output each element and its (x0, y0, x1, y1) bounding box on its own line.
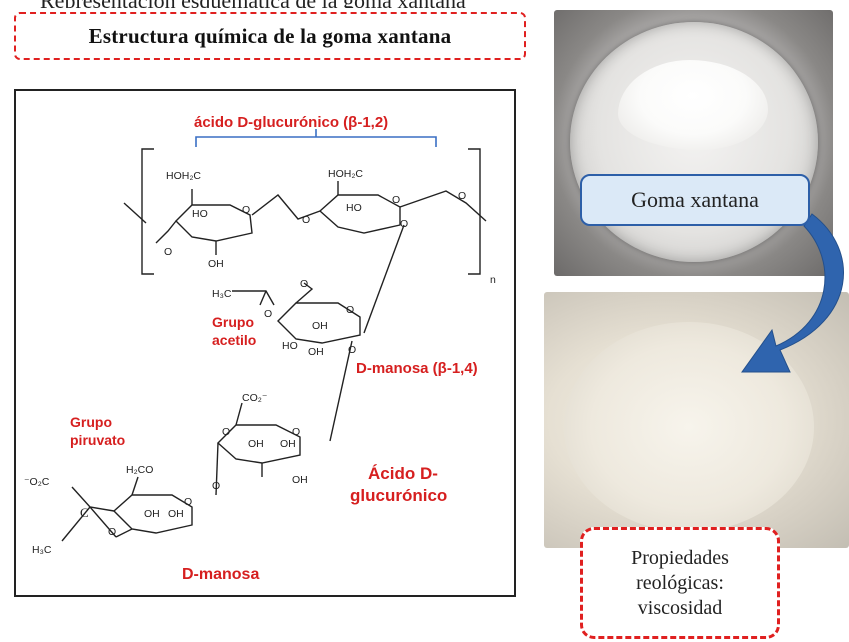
label-d-manosa-b14: D-manosa (β-1,4) (356, 360, 478, 377)
atom-o-link4: O (212, 480, 220, 492)
atom-o-ring1: O (242, 204, 250, 216)
atom-o-ring3: O (346, 304, 354, 316)
label-acido-glucuronico-top: ácido D-glucurónico (β-1,2) (194, 114, 388, 131)
ring-5 (112, 494, 193, 534)
label-grupo-acetilo-1: Grupo (212, 314, 254, 330)
atom-labels: HOH₂C HO OH O O O HOH₂C HO O O O n H₃C O… (24, 168, 496, 556)
properties-line-1: Propiedades (631, 546, 729, 569)
atom-o-acetyl-2: O (264, 308, 272, 320)
ring-4 (216, 424, 301, 464)
pyruvate-bond-1 (71, 486, 115, 512)
repeat-n: n (490, 274, 496, 286)
atom-o-ring5b: O (108, 526, 116, 538)
right-bracket (468, 148, 481, 275)
atom-o-ring5: O (184, 496, 192, 508)
atom-ho-1: HO (192, 208, 208, 220)
properties-line-3: viscosidad (637, 596, 723, 619)
title-box: Estructura química de la goma xantana (14, 12, 526, 60)
left-end (123, 202, 147, 224)
red-labels: ácido D-glucurónico (β-1,2) Grupo acetil… (70, 114, 478, 583)
label-grupo-acetilo-2: acetilo (212, 332, 256, 348)
atom-hoh2c-2: HOH₂C (328, 168, 363, 180)
atom-o-ring3b: O (348, 344, 356, 356)
atom-ho-2: HO (346, 202, 362, 214)
acetyl-co (259, 290, 267, 306)
left-linker (155, 220, 177, 244)
atom-oh-5b: OH (168, 508, 184, 520)
goma-xantana-label-text: Goma xantana (631, 187, 759, 212)
atom-oh-3b: OH (308, 346, 324, 358)
ring-1 (175, 204, 253, 242)
atom-oh-3: OH (312, 320, 328, 332)
atom-oh-4: OH (248, 438, 264, 450)
brace (195, 129, 437, 147)
pyruvate-bond-4 (115, 528, 133, 538)
gel-surface (564, 322, 814, 532)
atom-oh-4c: OH (292, 474, 308, 486)
atom-o-ring4a: O (222, 426, 230, 438)
atom-oh-5: OH (144, 508, 160, 520)
ring-5-ch2 (131, 476, 139, 496)
page-title: Estructura química de la goma xantana (88, 23, 452, 48)
xanthan-powder-photo (554, 10, 833, 276)
ring-2 (318, 194, 401, 234)
xanthan-gel-photo (544, 292, 849, 548)
side-link-1 (363, 224, 405, 334)
cut-off-heading-text: Representación esquemática de la goma xa… (40, 0, 466, 8)
bond-lines (61, 148, 487, 542)
pyruvate-bond-3 (89, 506, 117, 538)
atom-o-acetyl: O (300, 278, 308, 290)
atom-oh-1: OH (208, 258, 224, 270)
ring-4-co2 (235, 402, 243, 426)
chemical-structure-panel: HOH₂C HO OH O O O HOH₂C HO O O O n H₃C O… (14, 89, 516, 597)
atom-h2co: H₂CO (126, 464, 153, 476)
label-d-manosa-bottom: D-manosa (182, 566, 259, 583)
atom-h3c-1: H₃C (212, 288, 232, 300)
label-acido-d-1: Ácido D- (368, 464, 438, 483)
atom-co2: CO₂⁻ (242, 392, 268, 404)
powder-pile (618, 60, 768, 150)
atom-hoh2c-1: HOH₂C (166, 170, 201, 182)
atom-ho-3: HO (282, 340, 298, 352)
atom-c: C (80, 505, 89, 520)
atom-o2c: ⁻O₂C (24, 476, 50, 488)
label-acido-d-2: glucurónico (350, 486, 447, 505)
atom-o-1: O (164, 246, 172, 258)
side-link-2 (329, 340, 353, 442)
label-grupo-piruvato-2: piruvato (70, 432, 125, 448)
right-end (399, 190, 487, 222)
chemical-structure-diagram: HOH₂C HO OH O O O HOH₂C HO O O O n H₃C O… (24, 114, 496, 583)
ring-3 (277, 302, 361, 344)
atom-oh-4b: OH (280, 438, 296, 450)
properties-line-2: reológicas: (636, 571, 724, 594)
atom-o-right: O (458, 190, 466, 202)
properties-box: Propiedades reológicas: viscosidad (580, 527, 780, 639)
acetyl-group (232, 290, 275, 306)
atom-o-ring4: O (292, 426, 300, 438)
label-grupo-piruvato-1: Grupo (70, 414, 112, 430)
link-1-2 (251, 194, 321, 220)
atom-o-ring2: O (392, 194, 400, 206)
atom-h3c-2: H₃C (32, 544, 52, 556)
goma-xantana-label: Goma xantana (580, 174, 810, 226)
left-bracket (141, 148, 154, 275)
side-link-3 (215, 442, 219, 496)
pyruvate-bond-2 (61, 506, 91, 542)
atom-o-side: O (400, 218, 408, 230)
atom-o-link: O (302, 214, 310, 226)
cut-off-heading: Representación esquemática de la goma xa… (0, 0, 849, 8)
acetyl-link (295, 282, 314, 304)
